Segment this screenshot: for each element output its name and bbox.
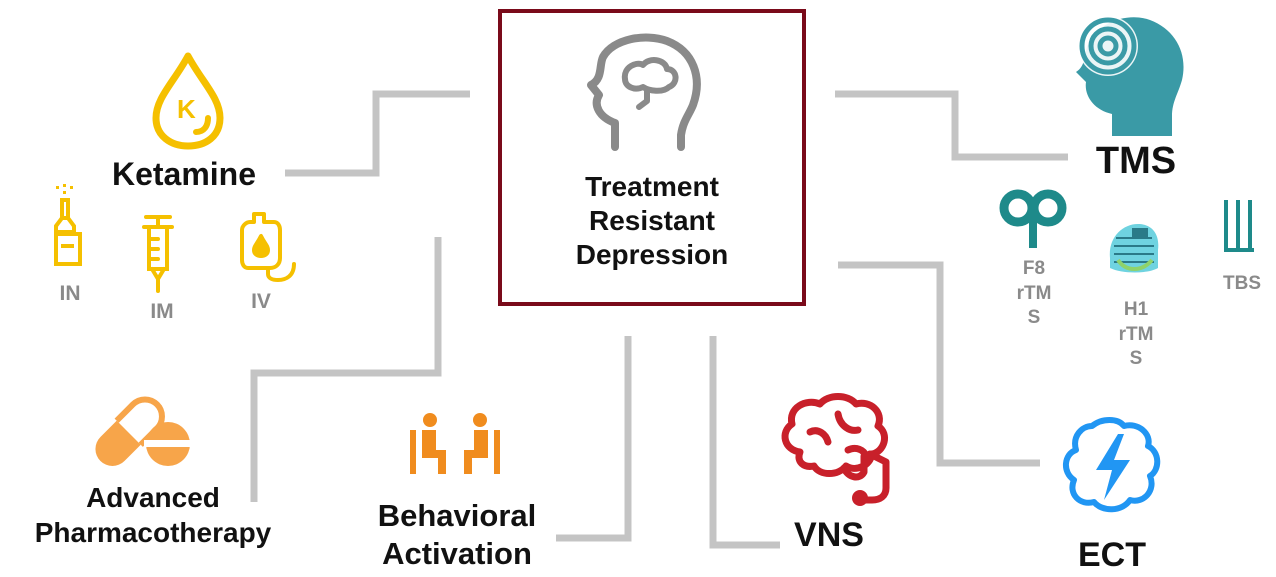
route-label-in: IN: [59, 282, 81, 305]
vns-label: VNS: [794, 516, 864, 554]
f8-line3: S: [1027, 307, 1041, 329]
h1-line1: H1: [1123, 299, 1149, 320]
h1-line2: rTM: [1118, 323, 1154, 345]
h1-rtms-label: H1 rTM S: [1106, 298, 1166, 372]
people-sitting-icon: [410, 413, 500, 474]
pill-capsule-icon: [95, 392, 192, 466]
head-brain-icon: [587, 33, 701, 151]
connector-vns: [709, 336, 780, 549]
f8-line2: rTM: [1016, 282, 1052, 304]
iv-bag-icon: [240, 212, 296, 282]
center-box: Treatment Resistant Depression: [498, 9, 806, 306]
h1-line3: S: [1129, 348, 1143, 370]
connector-tms: [835, 90, 1068, 161]
behavioral-label: Behavioral Activation: [350, 498, 564, 571]
tms-label: TMS: [1095, 140, 1177, 182]
nasal-spray-icon: [54, 184, 82, 266]
svg-text:K: K: [177, 94, 196, 124]
f8-rtms-label: F8 rTM S: [1004, 257, 1064, 331]
brain-icon: [781, 393, 890, 506]
head-signal-icon: [1076, 16, 1184, 136]
connector-pharmacotherapy: [250, 237, 442, 502]
connector-behavioral: [556, 336, 632, 542]
center-title-line2: Resistant: [588, 205, 716, 237]
behavioral-label-line2: Activation: [382, 535, 532, 571]
behavioral-label-line1: Behavioral: [377, 498, 537, 533]
route-label-im: IM: [150, 300, 174, 323]
figure8-coil-icon: [999, 189, 1067, 248]
syringe-icon: [142, 215, 174, 293]
connector-ect: [838, 261, 1040, 467]
ketamine-drop-icon: K: [152, 52, 224, 150]
center-title-line1: Treatment: [585, 171, 719, 202]
center-title-line3: Depression: [575, 239, 729, 271]
lightning-brain-icon: [1063, 417, 1161, 513]
tbs-comb-icon: [1224, 200, 1254, 252]
pharmacotherapy-label: Advanced Pharmacotherapy: [8, 482, 298, 549]
pharmacotherapy-label-line1: Advanced: [86, 482, 220, 513]
h-coil-icon: [1109, 224, 1159, 273]
tbs-label: TBS: [1223, 273, 1261, 294]
route-label-iv: IV: [251, 290, 271, 313]
f8-line1: F8: [1022, 258, 1046, 279]
ect-label: ECT: [1078, 536, 1146, 574]
ketamine-label: Ketamine: [111, 156, 257, 192]
pharmacotherapy-label-line2: Pharmacotherapy: [34, 517, 272, 549]
connector-ketamine: [285, 90, 470, 177]
